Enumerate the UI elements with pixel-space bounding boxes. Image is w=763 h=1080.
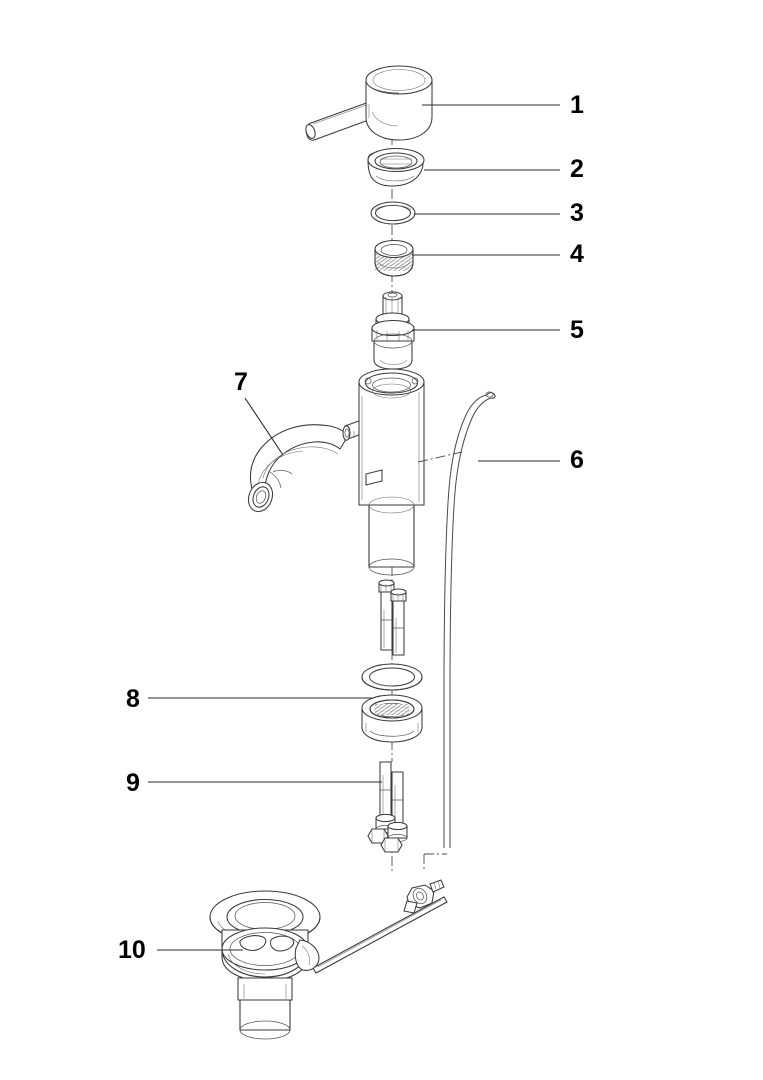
callout-number-3: 3 — [570, 199, 584, 227]
callout-layer: 1 2 3 4 5 6 7 8 9 10 — [118, 91, 584, 964]
callout-number-4: 4 — [570, 240, 584, 268]
part-spout-tube — [247, 424, 349, 513]
callout-number-1: 1 — [570, 91, 584, 119]
callout-1: 1 — [422, 91, 584, 119]
part-lever-handle — [305, 65, 433, 141]
callout-number-7: 7 — [234, 368, 248, 396]
part-cartridge-retaining-nut — [374, 239, 414, 277]
callout-number-8: 8 — [126, 685, 140, 713]
part-supply-hoses-lower — [367, 761, 408, 853]
part-ceramic-disc-cartridge — [371, 291, 415, 370]
callout-2: 2 — [424, 155, 584, 183]
callout-4: 4 — [412, 240, 584, 268]
part-supply-shanks-upper — [378, 579, 407, 656]
callout-8: 8 — [126, 685, 372, 713]
callout-7: 7 — [234, 368, 284, 456]
callout-number-10: 10 — [118, 936, 146, 964]
callout-10: 10 — [118, 936, 243, 964]
callout-number-5: 5 — [570, 316, 584, 344]
callout-6: 6 — [478, 446, 584, 474]
part-faucet-body — [342, 368, 425, 576]
callout-number-9: 9 — [126, 769, 140, 797]
part-pop-up-lift-rod — [417, 391, 496, 872]
leader-line-7 — [244, 397, 284, 456]
callout-5: 5 — [412, 316, 584, 344]
callout-9: 9 — [126, 769, 382, 797]
part-mounting-lock-nut — [361, 694, 423, 743]
part-mounting-washer — [361, 663, 423, 691]
part-pop-up-drain-assembly — [209, 879, 448, 1040]
callout-number-6: 6 — [570, 446, 584, 474]
part-o-ring-seal — [370, 201, 416, 225]
part-handle-dome-cap — [367, 147, 425, 187]
drain-pivot-rod — [312, 879, 448, 974]
callout-number-2: 2 — [570, 155, 584, 183]
callout-3: 3 — [414, 199, 584, 227]
